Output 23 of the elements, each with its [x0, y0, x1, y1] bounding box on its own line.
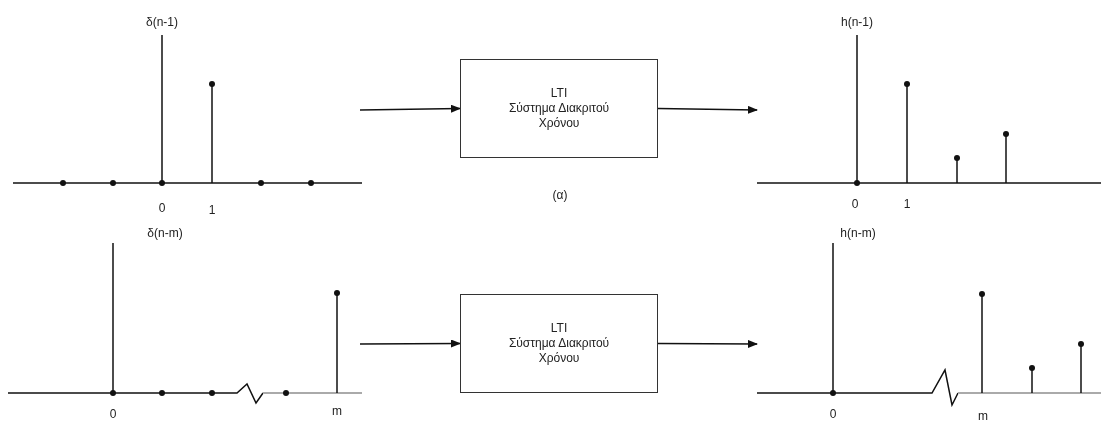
signal-label: h(n-m) — [840, 226, 876, 240]
signal-label: h(n-1) — [841, 15, 873, 29]
system-box — [460, 59, 658, 158]
axis-tick-label: 1 — [208, 203, 216, 217]
system-box — [460, 294, 658, 393]
system-title: LTI — [550, 86, 568, 101]
system-description: Σύστημα Διακριτού Χρόνου — [507, 101, 611, 131]
arrow — [657, 105, 758, 114]
axis-tick-label: 0 — [829, 407, 837, 421]
arrow — [359, 104, 461, 113]
figure-label: (α) — [552, 188, 568, 202]
axis-tick-label: 1 — [903, 197, 911, 211]
arrow — [657, 339, 758, 348]
system-title: LTI — [550, 321, 568, 336]
axis-tick-label: 0 — [158, 201, 166, 215]
system-description: Σύστημα Διακριτού Χρόνου — [507, 336, 611, 366]
axis-tick-label: 0 — [109, 407, 117, 421]
axis-tick-label: m — [978, 409, 988, 423]
axis-tick-label: m — [332, 404, 342, 418]
signal-label: δ(n-m) — [147, 226, 183, 240]
axis-tick-label: 0 — [851, 197, 859, 211]
arrow — [359, 339, 461, 348]
signal-label: δ(n-1) — [146, 15, 178, 29]
